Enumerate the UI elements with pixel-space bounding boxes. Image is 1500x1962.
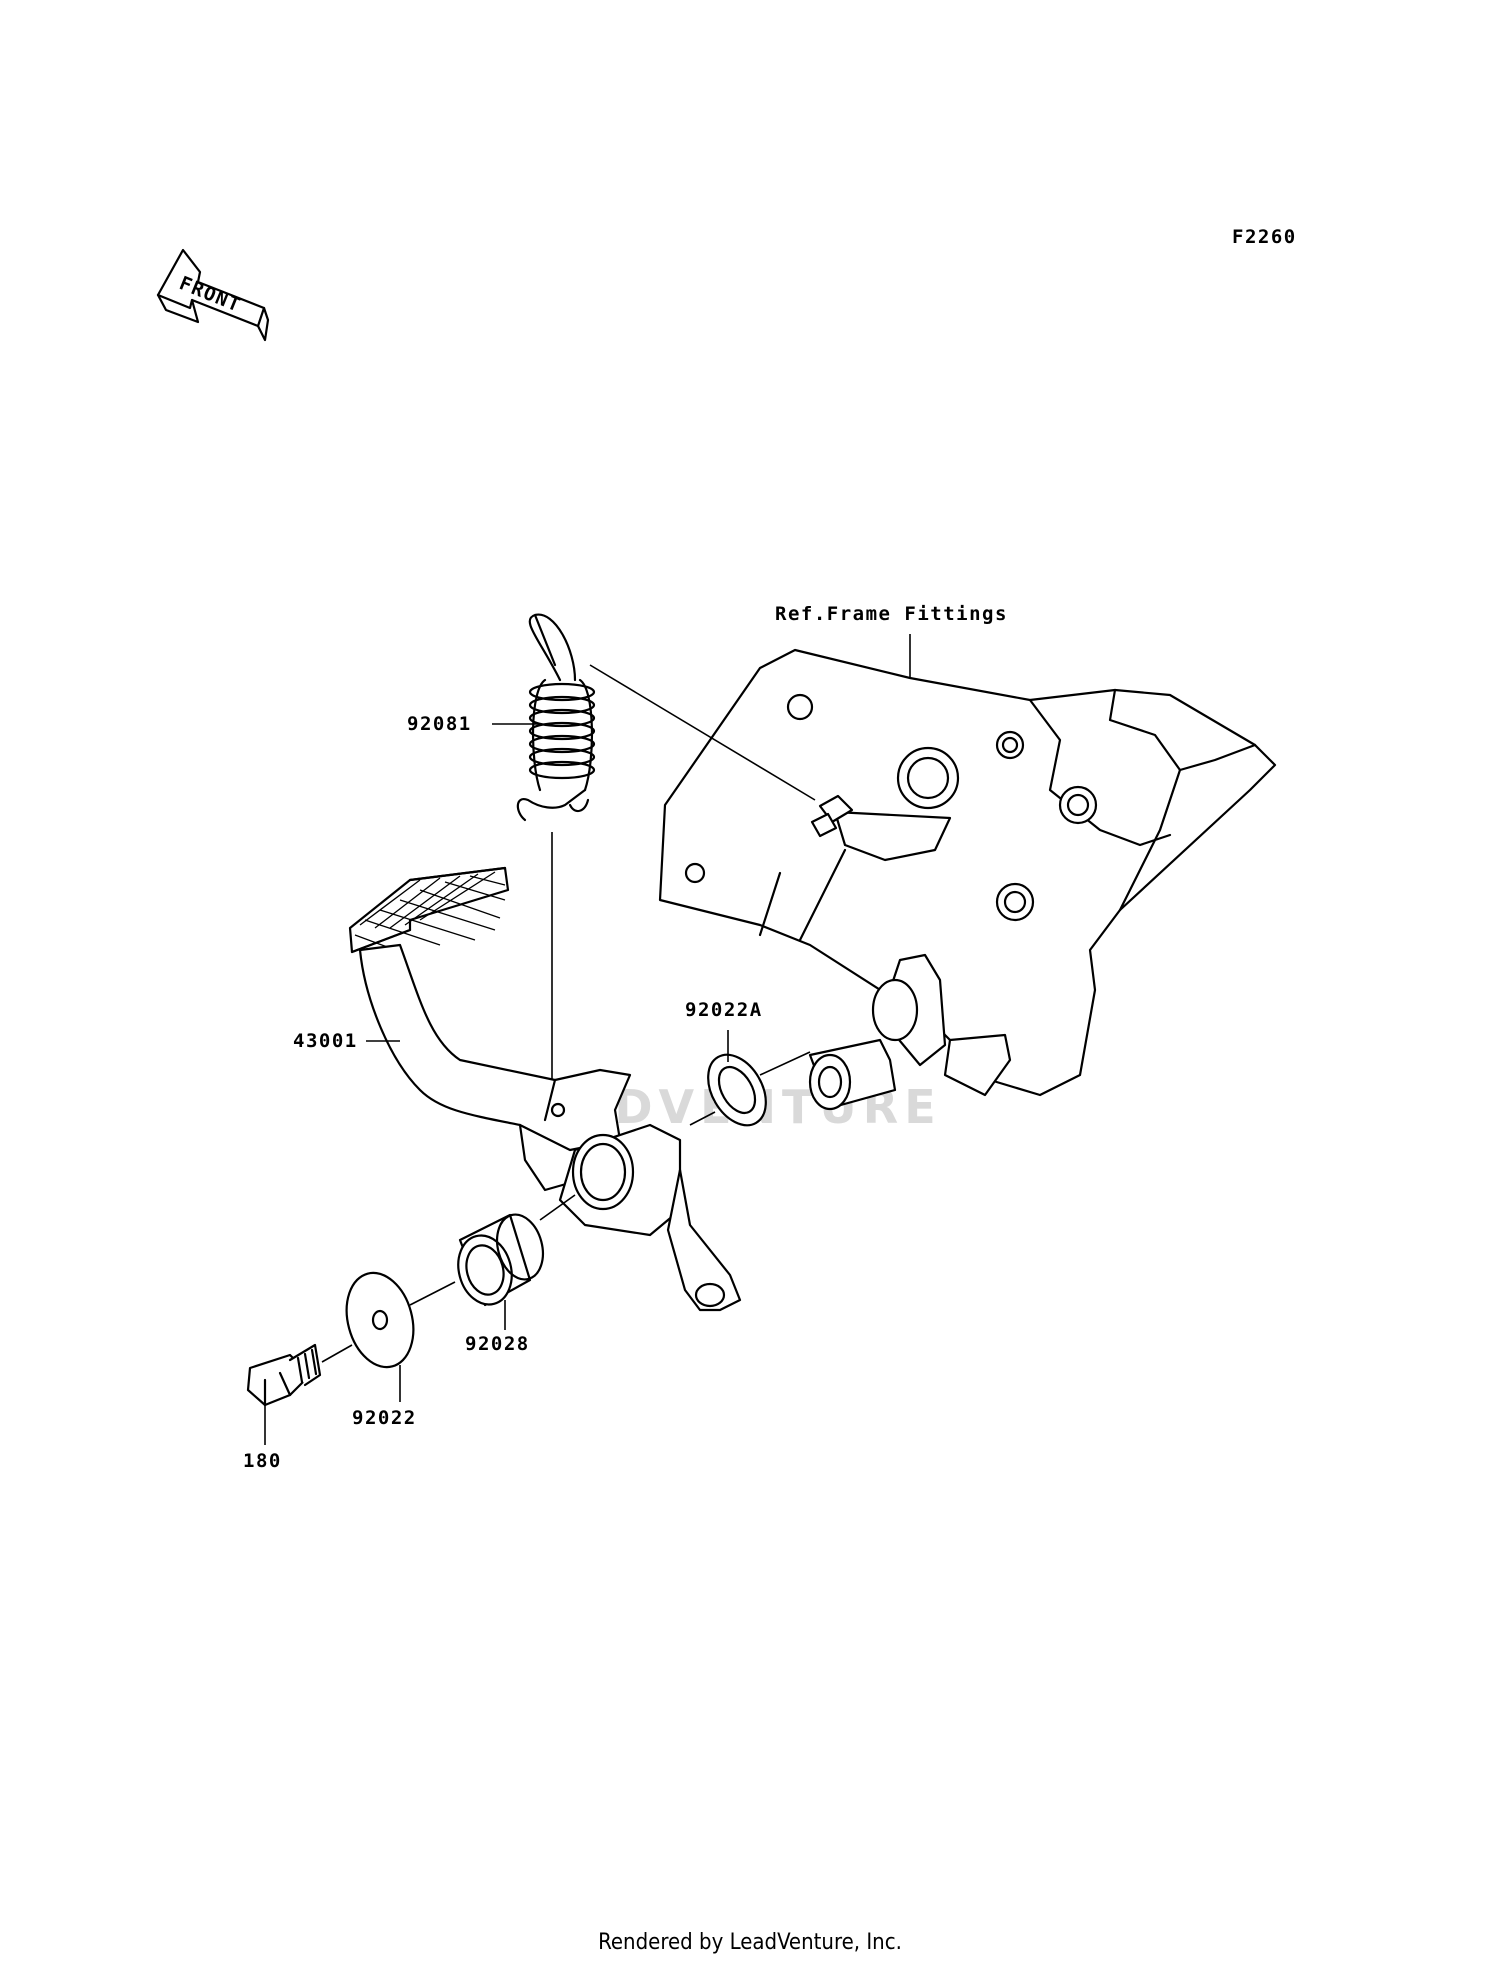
collar-92028: 92028 [457,1194,576,1355]
pedal-part-number: 43001 [293,1030,358,1052]
return-spring: 92081 [407,613,816,1080]
washer-92022: 92022 [345,1271,456,1429]
washer-a-axis-line [689,1051,811,1126]
spring-to-pin-line [589,664,816,801]
washer-a-part-number: 92022A [685,999,763,1021]
ref-frame-label: Ref.Frame Fittings [775,603,1008,625]
footer-credit: Rendered by LeadVenture, Inc. [598,1930,902,1955]
front-arrow-icon: FRONT [156,248,270,342]
bolt-axis-line [321,1344,353,1363]
bolt-180: 180 [243,1343,353,1472]
diagram-code: F2260 [1232,226,1297,248]
washer-92022a: 92022A [685,999,811,1127]
spring-part-number: 92081 [407,713,472,735]
bolt-part-number: 180 [243,1450,282,1472]
collar-part-number: 92028 [465,1333,530,1355]
brake-pedal: 43001 [293,866,742,1312]
front-label: FRONT [176,272,244,317]
washer-part-number: 92022 [352,1407,417,1429]
frame-fitting-bracket [658,648,1277,1111]
washer-axis-line [409,1281,456,1306]
collar-axis-line [539,1194,576,1221]
